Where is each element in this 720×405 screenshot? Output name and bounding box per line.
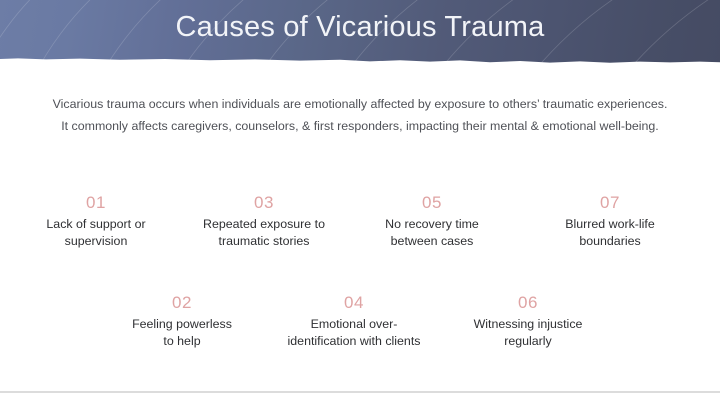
cause-label-01-line-2: supervision (64, 233, 128, 248)
cause-label-03-line-1: Repeated exposure to (203, 217, 325, 231)
intro-line-2: It commonly affects caregivers, counselo… (61, 119, 659, 133)
cause-label-05-line-2: between cases (390, 233, 474, 248)
cause-label-03: Repeated exposure to traumatic stories (180, 216, 348, 249)
cause-item-03: 03 Repeated exposure to traumatic storie… (180, 192, 348, 249)
cause-item-06: 06 Witnessing injustice regularly (444, 292, 612, 349)
bottom-divider (0, 391, 720, 393)
cause-item-05: 05 No recovery time between cases (348, 192, 516, 249)
cause-label-01-line-1: Lack of support or (46, 217, 146, 231)
cause-number-04: 04 (343, 293, 365, 312)
cause-label-04: Emotional over- identification with clie… (262, 316, 446, 349)
cause-item-07: 07 Blurred work-life boundaries (526, 192, 694, 249)
cause-label-02-line-2: to help (163, 333, 201, 348)
intro-line-1: Vicarious trauma occurs when individuals… (52, 97, 668, 111)
cause-label-01: Lack of support or supervision (12, 216, 180, 249)
cause-label-06-line-2: regularly (504, 333, 552, 348)
cause-label-02: Feeling powerless to help (98, 316, 266, 349)
cause-label-06-line-1: Witnessing injustice (473, 317, 583, 331)
cause-number-06: 06 (517, 293, 539, 312)
cause-row-top: 01 Lack of support or supervision 03 Rep… (0, 192, 720, 262)
cause-label-04-line-2: identification with clients (287, 333, 421, 348)
slide-header-band: Causes of Vicarious Trauma (0, 0, 720, 76)
cause-label-05-line-1: No recovery time (385, 217, 479, 231)
cause-number-05: 05 (421, 193, 443, 212)
cause-label-07: Blurred work-life boundaries (526, 216, 694, 249)
cause-label-07-line-2: boundaries (579, 233, 641, 248)
cause-number-03: 03 (253, 193, 275, 212)
cause-item-04: 04 Emotional over- identification with c… (262, 292, 446, 349)
cause-label-05: No recovery time between cases (348, 216, 516, 249)
cause-label-07-line-1: Blurred work-life (565, 217, 655, 231)
header-torn-edge-mask (0, 58, 720, 76)
cause-number-02: 02 (171, 293, 193, 312)
cause-item-02: 02 Feeling powerless to help (98, 292, 266, 349)
cause-label-02-line-1: Feeling powerless (132, 317, 232, 331)
cause-number-01: 01 (85, 193, 107, 212)
cause-label-03-line-2: traumatic stories (218, 233, 310, 248)
cause-row-bottom: 02 Feeling powerless to help 04 Emotiona… (0, 292, 720, 362)
intro-paragraph: Vicarious trauma occurs when individuals… (20, 93, 700, 137)
cause-number-07: 07 (599, 193, 621, 212)
cause-label-04-line-1: Emotional over- (310, 317, 398, 331)
page-title: Causes of Vicarious Trauma (175, 11, 545, 43)
cause-item-01: 01 Lack of support or supervision (12, 192, 180, 249)
cause-label-06: Witnessing injustice regularly (444, 316, 612, 349)
